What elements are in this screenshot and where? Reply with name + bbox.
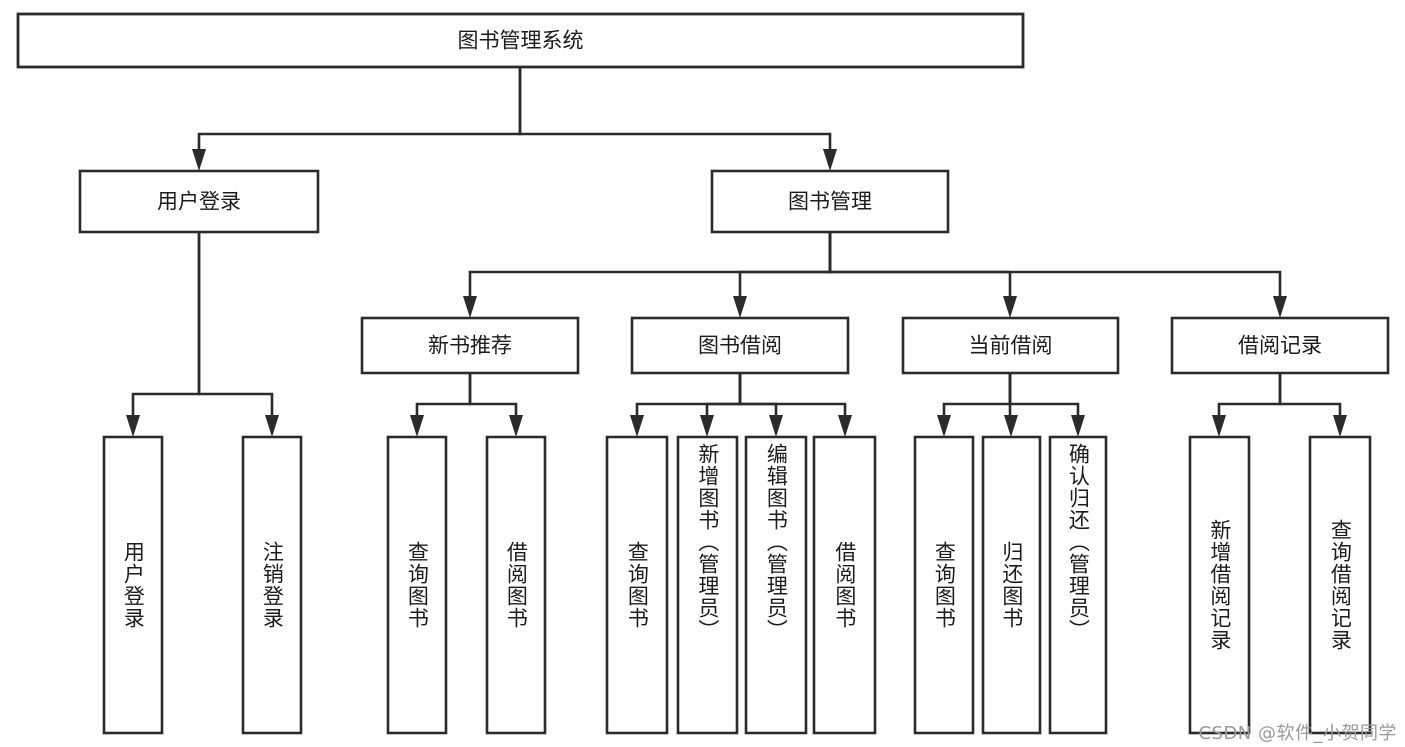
node-box-borrow[interactable] [630, 316, 850, 375]
connector-edges-layer [126, 67, 1347, 437]
arrow-head-icon [1004, 415, 1018, 437]
node-box-leaf-user-login[interactable] [102, 435, 164, 735]
connector-line [415, 373, 472, 415]
connector-login-to-leaf-user-login [126, 232, 201, 437]
connector-line [1217, 373, 1282, 415]
connector-current-to-leaf-cur-confirm [1008, 373, 1085, 437]
connector-current-to-leaf-cur-query [937, 373, 1012, 437]
arrow-head-icon [410, 415, 424, 437]
arrow-head-icon [630, 415, 644, 437]
connector-line [828, 232, 1282, 296]
node-box-leaf-nb-borrow[interactable] [485, 435, 547, 735]
node-box-leaf-bw-borrow[interactable] [812, 435, 877, 735]
connector-line [738, 232, 832, 296]
connector-root-to-books [518, 67, 837, 171]
node-label-newbook: 新书推荐 [428, 334, 512, 358]
connector-line [705, 373, 742, 415]
node-label-borrow: 图书借阅 [698, 334, 782, 358]
connector-books-to-borrow [733, 232, 832, 318]
node-label-record: 借阅记录 [1238, 334, 1322, 358]
connector-line [197, 232, 274, 415]
connector-line [738, 373, 778, 415]
connector-line [1008, 373, 1080, 415]
connector-line [635, 373, 742, 415]
connector-books-to-current [828, 232, 1017, 318]
connector-record-to-leaf-rec-query [1278, 373, 1347, 437]
arrow-head-icon [1273, 296, 1287, 318]
connector-record-to-leaf-rec-add [1212, 373, 1282, 437]
node-label-root: 图书管理系统 [458, 29, 584, 53]
node-boxes-layer [16, 12, 1390, 735]
node-box-leaf-cur-return[interactable] [981, 435, 1042, 735]
node-box-leaf-nb-query[interactable] [386, 435, 448, 735]
node-box-newbook[interactable] [360, 316, 580, 375]
connector-line [828, 232, 1012, 296]
node-box-leaf-rec-query[interactable] [1308, 435, 1372, 735]
arrow-head-icon [733, 296, 747, 318]
arrow-head-icon [509, 415, 523, 437]
node-box-leaf-bw-edit[interactable] [744, 435, 808, 735]
node-label-books: 图书管理 [788, 190, 872, 214]
arrow-head-icon [1003, 296, 1017, 318]
arrow-head-icon [1071, 415, 1085, 437]
connector-line [738, 373, 847, 415]
connector-line [468, 232, 832, 296]
arrow-head-icon [1333, 415, 1347, 437]
node-box-login[interactable] [78, 169, 320, 234]
arrow-head-icon [1212, 415, 1226, 437]
arrow-head-icon [937, 415, 951, 437]
connector-borrow-to-leaf-bw-borrow [738, 373, 852, 437]
arrow-head-icon [838, 415, 852, 437]
connector-newbook-to-leaf-nb-query [410, 373, 472, 437]
arrow-head-icon [126, 415, 140, 437]
node-box-current[interactable] [901, 316, 1120, 375]
connector-line [468, 373, 518, 415]
connector-line [197, 67, 522, 149]
node-box-books[interactable] [710, 169, 950, 234]
node-box-root[interactable] [16, 12, 1025, 69]
node-label-current: 当前借阅 [969, 334, 1053, 358]
node-box-leaf-rec-add[interactable] [1188, 435, 1251, 735]
connector-line [942, 373, 1012, 415]
arrow-head-icon [265, 415, 279, 437]
arrow-head-icon [700, 415, 714, 437]
connector-line [518, 67, 832, 149]
connector-root-to-login [192, 67, 522, 171]
connector-line [1278, 373, 1342, 415]
connector-login-to-leaf-user-logout [197, 232, 279, 437]
connector-books-to-newbook [463, 232, 832, 318]
node-box-leaf-bw-add[interactable] [676, 435, 739, 735]
node-label-login: 用户登录 [157, 190, 241, 214]
arrow-head-icon [192, 149, 206, 171]
arrow-head-icon [823, 149, 837, 171]
arrow-head-icon [463, 296, 477, 318]
arrow-head-icon [769, 415, 783, 437]
node-box-record[interactable] [1170, 316, 1390, 375]
node-box-leaf-bw-query[interactable] [605, 435, 669, 735]
connector-newbook-to-leaf-nb-borrow [468, 373, 523, 437]
node-box-leaf-user-logout[interactable] [241, 435, 303, 735]
node-box-leaf-cur-confirm[interactable] [1048, 435, 1108, 735]
connector-books-to-record [828, 232, 1287, 318]
connector-line [131, 232, 201, 415]
connector-borrow-to-leaf-bw-add [700, 373, 742, 437]
node-box-leaf-cur-query[interactable] [913, 435, 975, 735]
